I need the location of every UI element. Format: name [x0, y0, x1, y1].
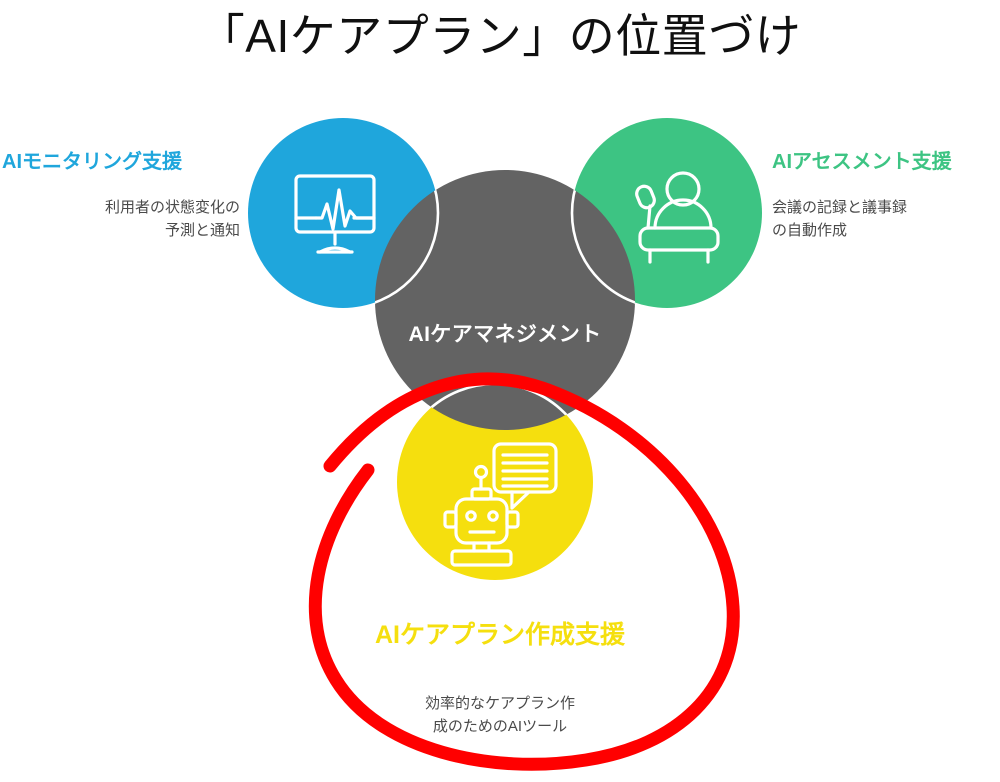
- label-group-assessment: AIアセスメント支援 会議の記録と議事録 の自動作成: [772, 150, 1000, 243]
- monitor-heartbeat-icon: [294, 174, 376, 254]
- heading-assessment: AIアセスメント支援: [772, 151, 952, 173]
- label-group-careplan: AIケアプラン作成支援 効率的なケアプラン作 成のためのAIツール: [250, 620, 750, 739]
- heading-monitoring: AIモニタリング支援: [2, 151, 182, 173]
- presenter-podium-icon: [635, 171, 720, 264]
- robot-chat-icon: [443, 442, 558, 567]
- heading-careplan: AIケアプラン作成支援: [374, 621, 625, 649]
- description-careplan: 効率的なケアプラン作 成のためのAIツール: [424, 695, 575, 736]
- description-assessment: 会議の記録と議事録 の自動作成: [772, 199, 908, 240]
- description-monitoring: 利用者の状態変化の 予測と通知: [104, 199, 240, 240]
- red-highlight-circle: [308, 372, 740, 771]
- circle-care-management[interactable]: [375, 170, 635, 430]
- label-group-monitoring: AIモニタリング支援 利用者の状態変化の 予測と通知: [2, 150, 252, 243]
- page-title: 「AIケアプラン」の位置づけ: [198, 10, 802, 62]
